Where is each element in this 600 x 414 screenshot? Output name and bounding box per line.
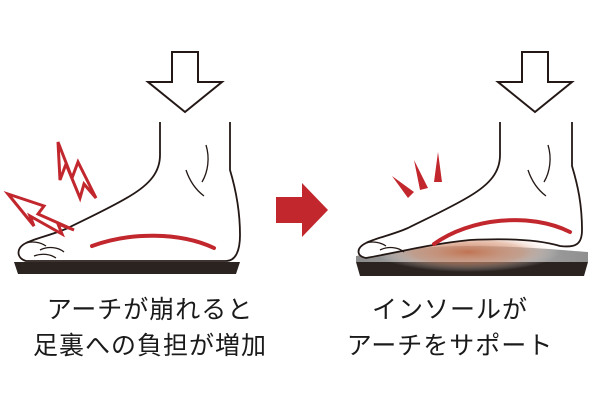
foot-outline — [357, 122, 583, 259]
caption-right-line1: インソールが — [371, 295, 528, 324]
down-arrow-outline-icon — [495, 51, 575, 114]
floor-sole — [14, 262, 240, 274]
impact-lines-icon — [392, 152, 442, 198]
caption-left-line2: 足裏への負担が増加 — [32, 331, 267, 360]
toe-lines — [25, 241, 65, 259]
down-arrow-outline-icon — [145, 51, 225, 114]
caption-right: インソールが アーチをサポート — [300, 292, 600, 364]
arch-line-supported — [432, 218, 572, 246]
right-arrow-icon — [276, 183, 328, 237]
ankle-detail — [527, 144, 551, 197]
lightning-pain-icon — [3, 141, 98, 238]
arch-line-collapsed — [90, 233, 216, 250]
caption-left-line1: アーチが崩れると — [46, 295, 254, 324]
caption-left: アーチが崩れると 足裏への負担が増加 — [0, 292, 300, 364]
ankle-detail — [185, 144, 209, 197]
left-panel — [3, 51, 241, 274]
toe-lines — [365, 241, 405, 253]
caption-right-line2: アーチをサポート — [346, 331, 554, 360]
foot-outline — [17, 122, 241, 262]
right-panel — [356, 51, 588, 276]
